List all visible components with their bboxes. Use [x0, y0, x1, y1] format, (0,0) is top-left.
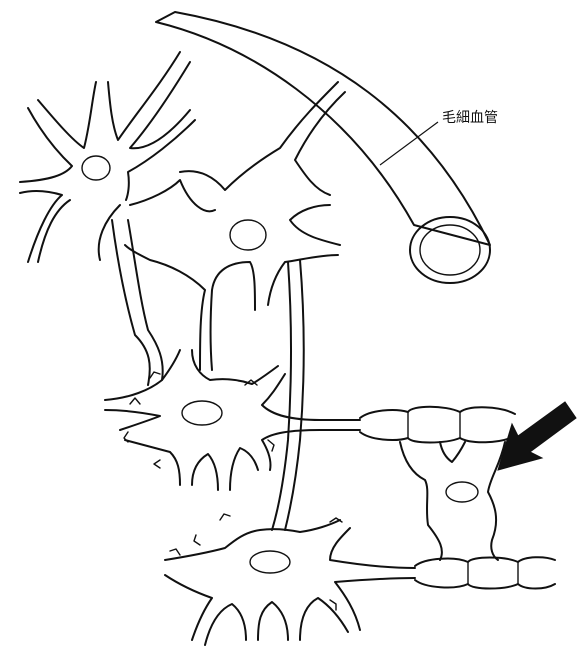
myelinating-cell — [359, 405, 556, 590]
arrow-icon — [497, 401, 577, 471]
capillary-label: 毛細血管 — [442, 110, 498, 126]
neuron-lower — [164, 513, 416, 646]
astrocyte-1-nucleus — [81, 155, 111, 181]
astrocyte-top-left — [19, 51, 196, 263]
neuron-upper — [104, 349, 361, 491]
astrocyte-center — [124, 81, 346, 371]
neuron-upper-nucleus — [181, 400, 223, 426]
myelinating-cell-nucleus — [445, 481, 479, 503]
capillary-callout: 毛細血管 — [379, 110, 498, 166]
astrocyte-2-nucleus — [229, 219, 267, 251]
capillary-vessel — [155, 11, 491, 284]
capillary-leader-line — [379, 121, 439, 166]
glial-processes — [111, 219, 305, 531]
neuron-lower-nucleus — [249, 550, 291, 574]
